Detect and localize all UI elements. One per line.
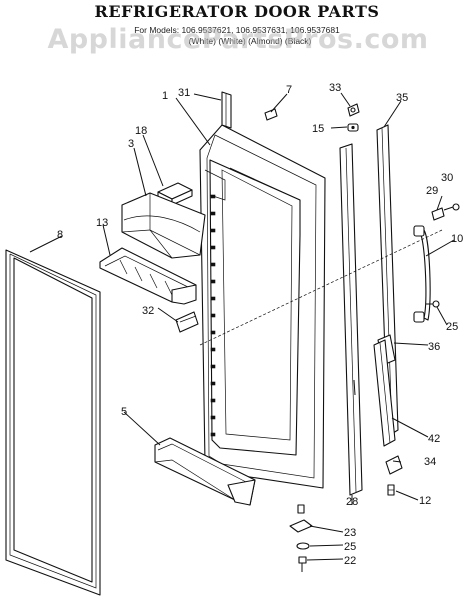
shelf-end-cap-part[interactable] (175, 311, 199, 333)
screw-part-25-upper[interactable] (426, 300, 440, 308)
door-gasket-part[interactable] (5, 249, 101, 596)
callout-28: 28 (346, 496, 358, 508)
callout-33: 33 (329, 82, 341, 94)
callout-3: 3 (128, 138, 134, 150)
callout-29: 29 (426, 185, 438, 197)
door-top-trim-part[interactable] (221, 91, 232, 129)
callout-18: 18 (135, 125, 147, 137)
hinge-bushing-part[interactable] (385, 455, 403, 475)
bottom-hinge-part-23[interactable] (289, 504, 313, 533)
callout-5: 5 (121, 406, 127, 418)
models-line: For Models: 106.9537621, 106.9537631, 10… (134, 25, 340, 35)
door-bin-part[interactable] (154, 437, 256, 506)
callout-36: 36 (428, 341, 440, 353)
diagram-title: REFRIGERATOR DOOR PARTS (95, 2, 380, 21)
bottom-washer-part-25[interactable] (296, 542, 310, 550)
shelf-slot-column (210, 194, 216, 437)
leader-lines (29, 92, 455, 561)
callout-15: 15 (312, 123, 324, 135)
callout-25-upper: 25 (446, 321, 458, 333)
colors-line: (White) (White) (Almond) (Black) (189, 36, 312, 46)
callout-25-lower: 25 (344, 541, 356, 553)
bottom-screw-part-22[interactable] (298, 556, 307, 572)
callout-7: 7 (286, 84, 292, 96)
callout-31: 31 (178, 87, 190, 99)
callout-8: 8 (57, 229, 63, 241)
screw-part-33[interactable] (347, 103, 360, 117)
callout-35: 35 (396, 92, 408, 104)
dairy-compartment-part[interactable] (121, 192, 206, 259)
lower-trim-part[interactable] (373, 339, 396, 447)
callout-23: 23 (344, 527, 356, 539)
callout-1: 1 (162, 90, 168, 102)
callout-34: 34 (424, 456, 436, 468)
watermark: AppliancePartsPros.com (47, 24, 428, 55)
callout-12: 12 (419, 495, 431, 507)
callout-10: 10 (451, 233, 463, 245)
door-liner-part[interactable] (199, 124, 326, 489)
handle-screw-part-30[interactable] (443, 203, 460, 211)
callout-42: 42 (428, 433, 440, 445)
screw-part-15[interactable] (347, 123, 359, 132)
callout-labels: 1 3 5 7 8 10 12 13 15 18 22 23 25 25 28 … (57, 82, 463, 567)
handle-screw-part-29[interactable] (431, 207, 445, 221)
door-clip-part[interactable] (264, 108, 278, 121)
callout-22: 22 (344, 555, 356, 567)
callout-30: 30 (441, 172, 453, 184)
callout-13: 13 (96, 217, 108, 229)
door-handle-part[interactable] (413, 225, 431, 323)
hinge-channel-part[interactable] (339, 143, 363, 496)
door-shelf-part[interactable] (99, 247, 197, 305)
hinge-pin-part-12[interactable] (387, 484, 395, 496)
callout-32: 32 (142, 305, 154, 317)
